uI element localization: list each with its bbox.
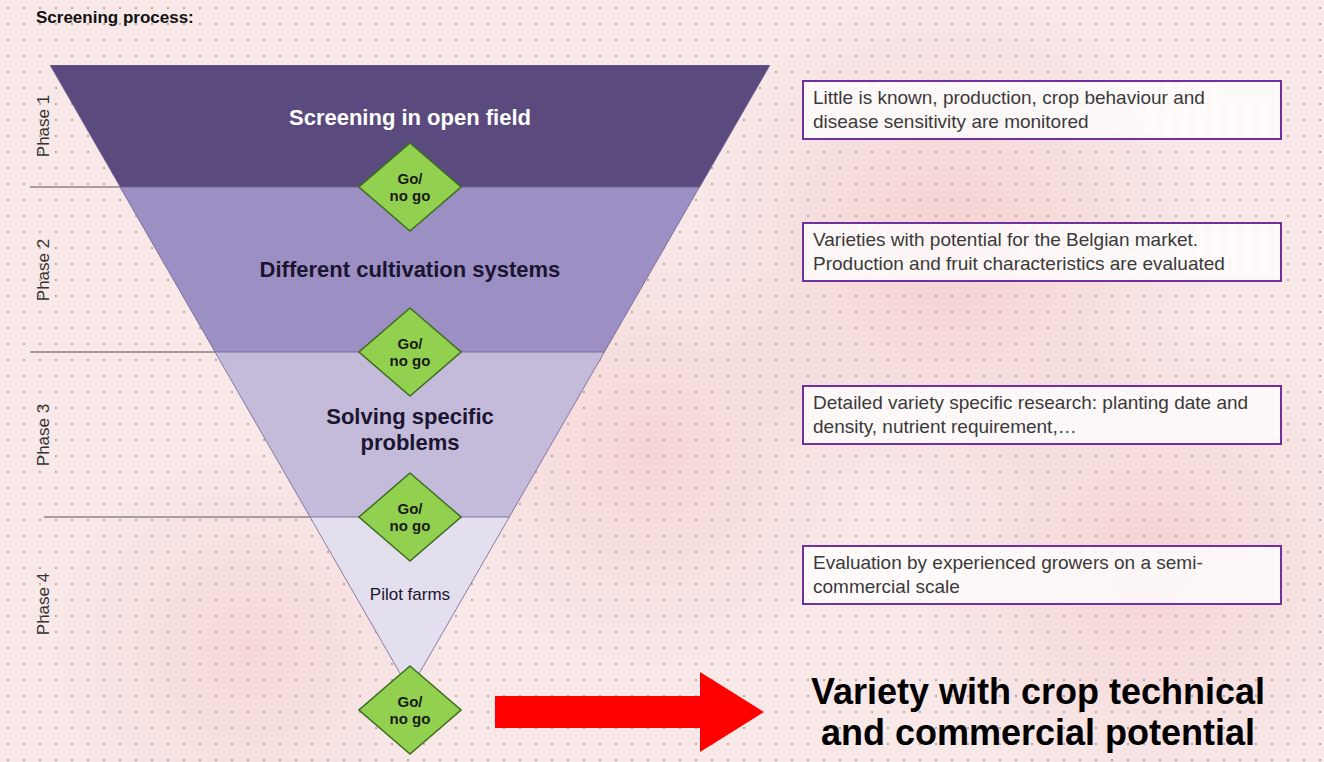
description-text: Detailed variety specific research: plan… bbox=[813, 391, 1271, 439]
phase-label: Phase 1 bbox=[34, 95, 54, 157]
description-box: Evaluation by experienced growers on a s… bbox=[802, 545, 1282, 605]
band-label: Screening in open field bbox=[50, 105, 770, 131]
description-box: Little is known, production, crop behavi… bbox=[802, 80, 1282, 140]
phase-divider bbox=[30, 351, 215, 352]
band-label: Pilot farms bbox=[310, 585, 509, 605]
phase-label: Phase 3 bbox=[34, 404, 54, 466]
description-box: Detailed variety specific research: plan… bbox=[802, 385, 1282, 445]
decision-text: Go/ no go bbox=[388, 170, 432, 205]
decision-text: Go/ no go bbox=[388, 335, 432, 370]
phase-divider bbox=[44, 516, 310, 517]
description-text: Little is known, production, crop behavi… bbox=[813, 86, 1271, 134]
band-label: Solving specific problems bbox=[305, 404, 515, 457]
phase-divider bbox=[30, 186, 120, 187]
description-text: Varieties with potential for the Belgian… bbox=[813, 228, 1271, 276]
result-text: Variety with crop technical and commerci… bbox=[788, 671, 1288, 754]
description-box: Varieties with potential for the Belgian… bbox=[802, 222, 1282, 282]
decision-text: Go/ no go bbox=[388, 500, 432, 535]
decision-diamond: Go/ no go bbox=[358, 142, 462, 232]
decision-text: Go/ no go bbox=[388, 693, 432, 728]
diagram-title: Screening process: bbox=[36, 8, 194, 28]
phase-label: Phase 4 bbox=[34, 573, 54, 635]
description-text: Evaluation by experienced growers on a s… bbox=[813, 551, 1271, 599]
phase-label: Phase 2 bbox=[34, 239, 54, 301]
decision-diamond: Go/ no go bbox=[358, 307, 462, 397]
decision-diamond: Go/ no go bbox=[358, 665, 462, 755]
result-arrow bbox=[495, 672, 764, 752]
diamond-fill bbox=[359, 666, 461, 754]
decision-diamond: Go/ no go bbox=[358, 472, 462, 562]
band-label: Different cultivation systems bbox=[120, 257, 699, 283]
band-fill bbox=[310, 517, 509, 690]
